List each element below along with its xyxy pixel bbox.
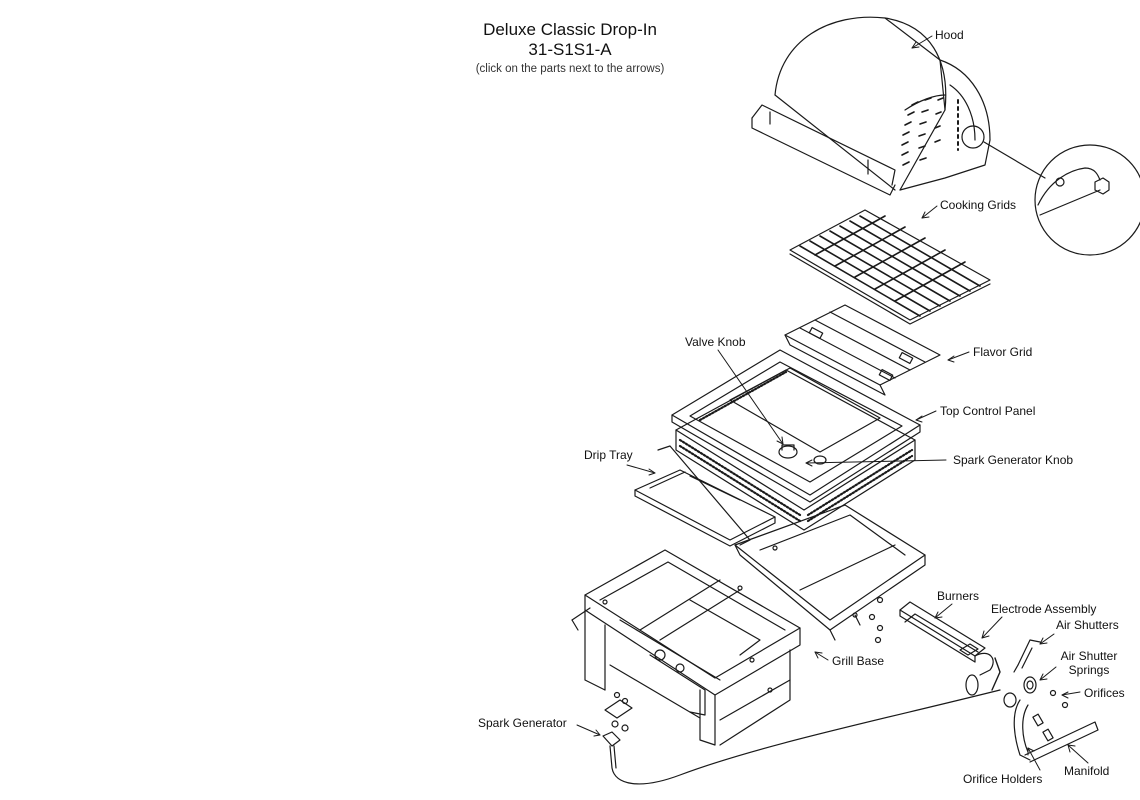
air-shutters-drawing: [1013, 639, 1041, 673]
part-link-air-shutters[interactable]: Air Shutters: [1056, 618, 1119, 632]
base-frame-drawing: [571, 549, 801, 746]
part-link-flavor-grid[interactable]: Flavor Grid: [973, 345, 1033, 359]
hood-drawing: [751, 16, 1140, 256]
part-link-top-control-panel[interactable]: Top Control Panel: [940, 404, 1036, 418]
part-link-burners[interactable]: Burners: [937, 589, 980, 603]
title-line-1: Deluxe Classic Drop-In: [483, 20, 657, 39]
flavor-grid-drawing: [784, 304, 941, 396]
part-link-orifice-holders[interactable]: Orifice Holders: [963, 772, 1043, 786]
manifold-drawing: [1013, 699, 1099, 763]
instruction-text: (click on the parts next to the arrows): [475, 63, 665, 75]
part-link-orifices[interactable]: Orifices: [1084, 686, 1125, 700]
part-link-drip-tray[interactable]: Drip Tray: [584, 448, 633, 462]
part-link-air-shutter-springs[interactable]: Air Shutter Springs: [1052, 649, 1126, 677]
drip-tray-drawing: [634, 445, 776, 547]
part-link-spark-generator[interactable]: Spark Generator: [478, 716, 567, 730]
part-link-grill-base[interactable]: Grill Base: [832, 654, 885, 668]
part-link-hood[interactable]: Hood: [935, 28, 964, 42]
burners-drawing: [868, 596, 1001, 696]
part-link-valve-knob[interactable]: Valve Knob: [685, 335, 746, 349]
cooking-grids-drawing: [789, 209, 991, 325]
air-shutter-springs-line-1: Air Shutter: [1060, 649, 1118, 663]
leader-lines: [576, 35, 1089, 771]
title-line-2: 31-S1S1-A: [528, 40, 612, 59]
part-link-electrode-assembly[interactable]: Electrode Assembly: [991, 602, 1097, 616]
part-link-cooking-grids[interactable]: Cooking Grids: [940, 198, 1017, 212]
part-link-manifold[interactable]: Manifold: [1064, 764, 1110, 778]
spark-generator-drawing: [602, 689, 1001, 785]
grill-base-drawing: [734, 504, 926, 641]
air-shutter-springs-line-2: Springs: [1068, 663, 1110, 677]
diagram-title: Deluxe Classic Drop-In 31-S1S1-A: [430, 20, 710, 60]
orifices-drawing: [1003, 676, 1069, 709]
part-link-spark-generator-knob[interactable]: Spark Generator Knob: [953, 453, 1074, 467]
